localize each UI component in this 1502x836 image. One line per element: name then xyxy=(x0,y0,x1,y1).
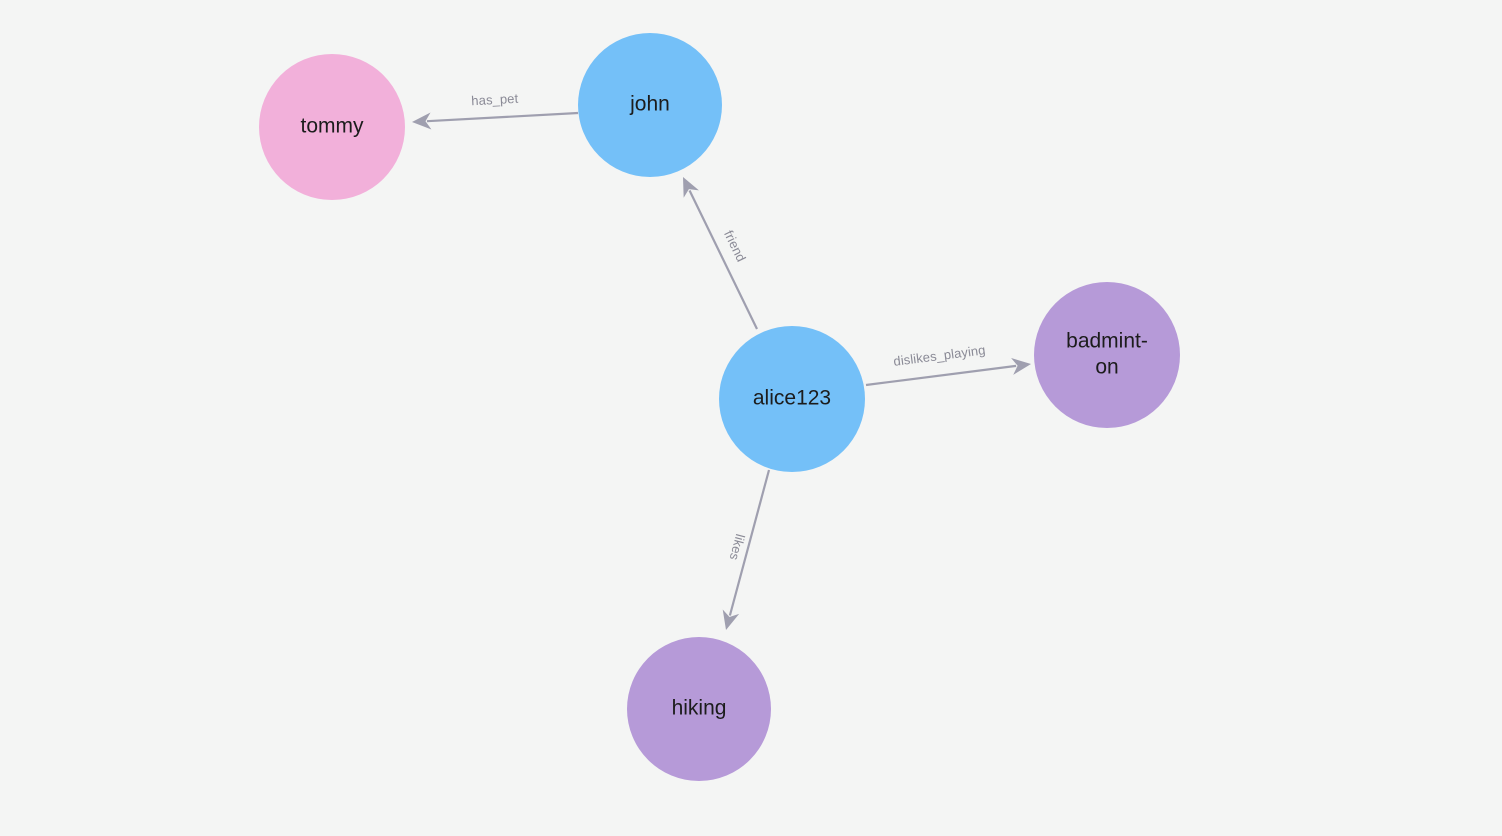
graph-edge[interactable]: dislikes_playing xyxy=(865,342,1031,387)
graph-node-alice123[interactable]: alice123 xyxy=(719,326,865,472)
graph-edge[interactable]: likes xyxy=(722,469,771,630)
edge-arrowhead-icon xyxy=(683,177,699,198)
edge-line xyxy=(688,190,758,330)
nodes-layer: john tommy alice123 badmint-on hiking xyxy=(259,33,1180,781)
node-circle[interactable] xyxy=(1034,282,1180,428)
graph-node-tommy[interactable]: tommy xyxy=(259,54,405,200)
node-circle[interactable] xyxy=(719,326,865,472)
graph-node-hiking[interactable]: hiking xyxy=(627,637,771,781)
node-circle[interactable] xyxy=(578,33,722,177)
node-circle[interactable] xyxy=(627,637,771,781)
edge-label: friend xyxy=(721,228,749,264)
edge-label: likes xyxy=(727,532,748,562)
edge-arrowhead-icon xyxy=(412,112,432,130)
edge-line xyxy=(426,111,579,123)
graph-node-badminton[interactable]: badmint-on xyxy=(1034,282,1180,428)
graph-edge[interactable]: has_pet xyxy=(412,91,579,130)
edge-label: dislikes_playing xyxy=(893,342,987,369)
edge-line xyxy=(865,364,1017,387)
edge-line xyxy=(728,469,771,616)
node-circle[interactable] xyxy=(259,54,405,200)
graph-edge[interactable]: friend xyxy=(683,177,758,330)
edge-arrowhead-icon xyxy=(722,609,740,630)
edge-label: has_pet xyxy=(471,91,519,109)
graph-node-john[interactable]: john xyxy=(578,33,722,177)
edge-arrowhead-icon xyxy=(1011,357,1031,375)
